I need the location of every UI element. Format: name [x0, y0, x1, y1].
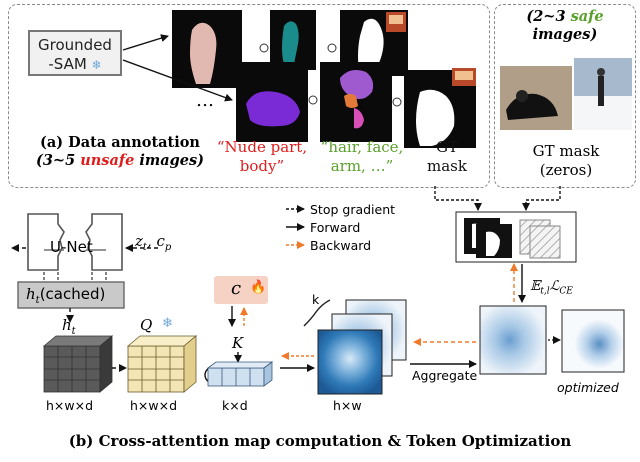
k-label: K: [232, 334, 244, 352]
ht-tensor: [42, 335, 114, 393]
q-tensor: [126, 335, 198, 393]
attn-map-1: [317, 329, 383, 395]
fire-icon: 🔥: [250, 280, 267, 295]
unet-inputs: zt, cp: [135, 232, 172, 253]
label-other-parts: “hair, face, arm, …”: [320, 138, 404, 175]
c-label: c: [231, 278, 242, 299]
k-tensor: [206, 361, 274, 387]
computation-title: (b) Cross-attention map computation & To…: [68, 432, 572, 450]
aggregate-label: Aggregate: [412, 368, 478, 383]
annotation-subtitle: (3~5 unsafe images): [35, 152, 205, 169]
unsafe-highlight: unsafe: [80, 152, 135, 169]
annotation-title: (a) Data annotation (3~5 unsafe images): [22, 134, 218, 170]
annotation-panel: [8, 4, 490, 188]
safe-panel: [494, 4, 636, 188]
grounded-sam-box: Grounded -SAM ❄: [28, 30, 122, 76]
dim-k: k×d: [222, 398, 248, 413]
optimized-label: optimized: [557, 380, 619, 395]
loss-label: 𝔼t,lℒCE: [530, 278, 573, 297]
q-label: Q: [140, 316, 153, 334]
legend-stop-gradient: Stop gradient: [310, 202, 396, 217]
cached-label: ht(cached): [26, 285, 106, 306]
annotation-title-text: (a) Data annotation: [40, 134, 200, 151]
dim-ht: h×w×d: [46, 398, 94, 413]
dim-k-stack: k: [312, 292, 320, 307]
unet-label: U-Net: [50, 238, 93, 256]
aggregated-map: [479, 305, 547, 375]
legend-forward: Forward: [310, 220, 361, 235]
optimized-map: [561, 309, 625, 373]
dim-q: h×w×d: [130, 398, 178, 413]
snowflake-icon-q: ❄: [162, 316, 173, 331]
dim-attn: h×w: [333, 398, 362, 413]
c-token-box: [214, 276, 268, 304]
snowflake-icon: ❄: [91, 58, 102, 72]
label-gt-mask: GT mask: [427, 138, 467, 175]
safe-title: (2~3 safe images): [526, 8, 604, 43]
ht-label: ht: [62, 316, 76, 337]
safe-gt-label: GT mask (zeros): [532, 142, 600, 179]
grounded-sam-label: Grounded -SAM: [38, 36, 112, 73]
label-unsafe-parts: “Nude part, body”: [216, 138, 308, 175]
legend-backward: Backward: [310, 238, 372, 253]
ellipsis: …: [196, 90, 214, 111]
safe-highlight: safe: [570, 8, 604, 25]
